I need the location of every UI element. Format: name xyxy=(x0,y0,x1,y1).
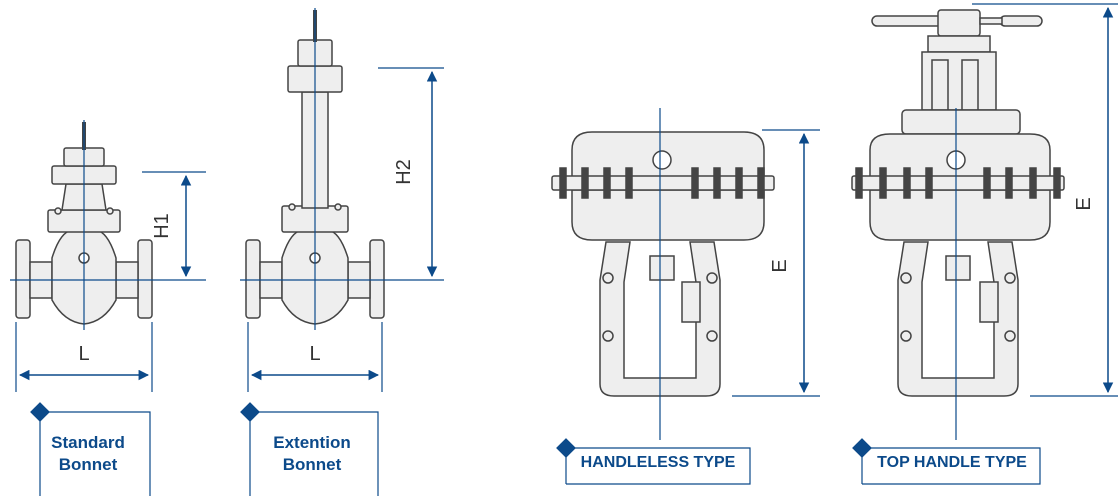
standard-bonnet-label-line2: Bonnet xyxy=(58,455,118,474)
handleless-actuator-drawing xyxy=(551,131,775,397)
diamond-marker-icon xyxy=(852,438,872,458)
top-handle-actuator-drawing xyxy=(851,9,1065,397)
e-label-handleless: E xyxy=(769,259,791,272)
standard-bonnet-label-line1: Standard xyxy=(51,433,125,452)
h2-label: H2 xyxy=(393,159,415,185)
l-label-extension: L xyxy=(309,343,320,365)
top-handle-type-label: TOP HANDLE TYPE xyxy=(877,454,1027,471)
standard-bonnet-label: Standard Bonnet xyxy=(40,432,136,476)
extension-bonnet-label: Extention Bonnet xyxy=(254,432,370,476)
l-label: L xyxy=(78,343,89,365)
standard-bonnet-valve-drawing xyxy=(15,122,153,325)
diamond-marker-icon xyxy=(240,402,260,422)
handleless-type-label: HANDLELESS TYPE xyxy=(580,454,736,471)
diamond-marker-icon xyxy=(30,402,50,422)
e-label-top-handle: E xyxy=(1073,197,1095,210)
h1-label: H1 xyxy=(151,213,173,239)
diamond-marker-icon xyxy=(556,438,576,458)
extension-bonnet-label-line1: Extention xyxy=(273,433,351,452)
extension-bonnet-label-line2: Bonnet xyxy=(282,455,342,474)
